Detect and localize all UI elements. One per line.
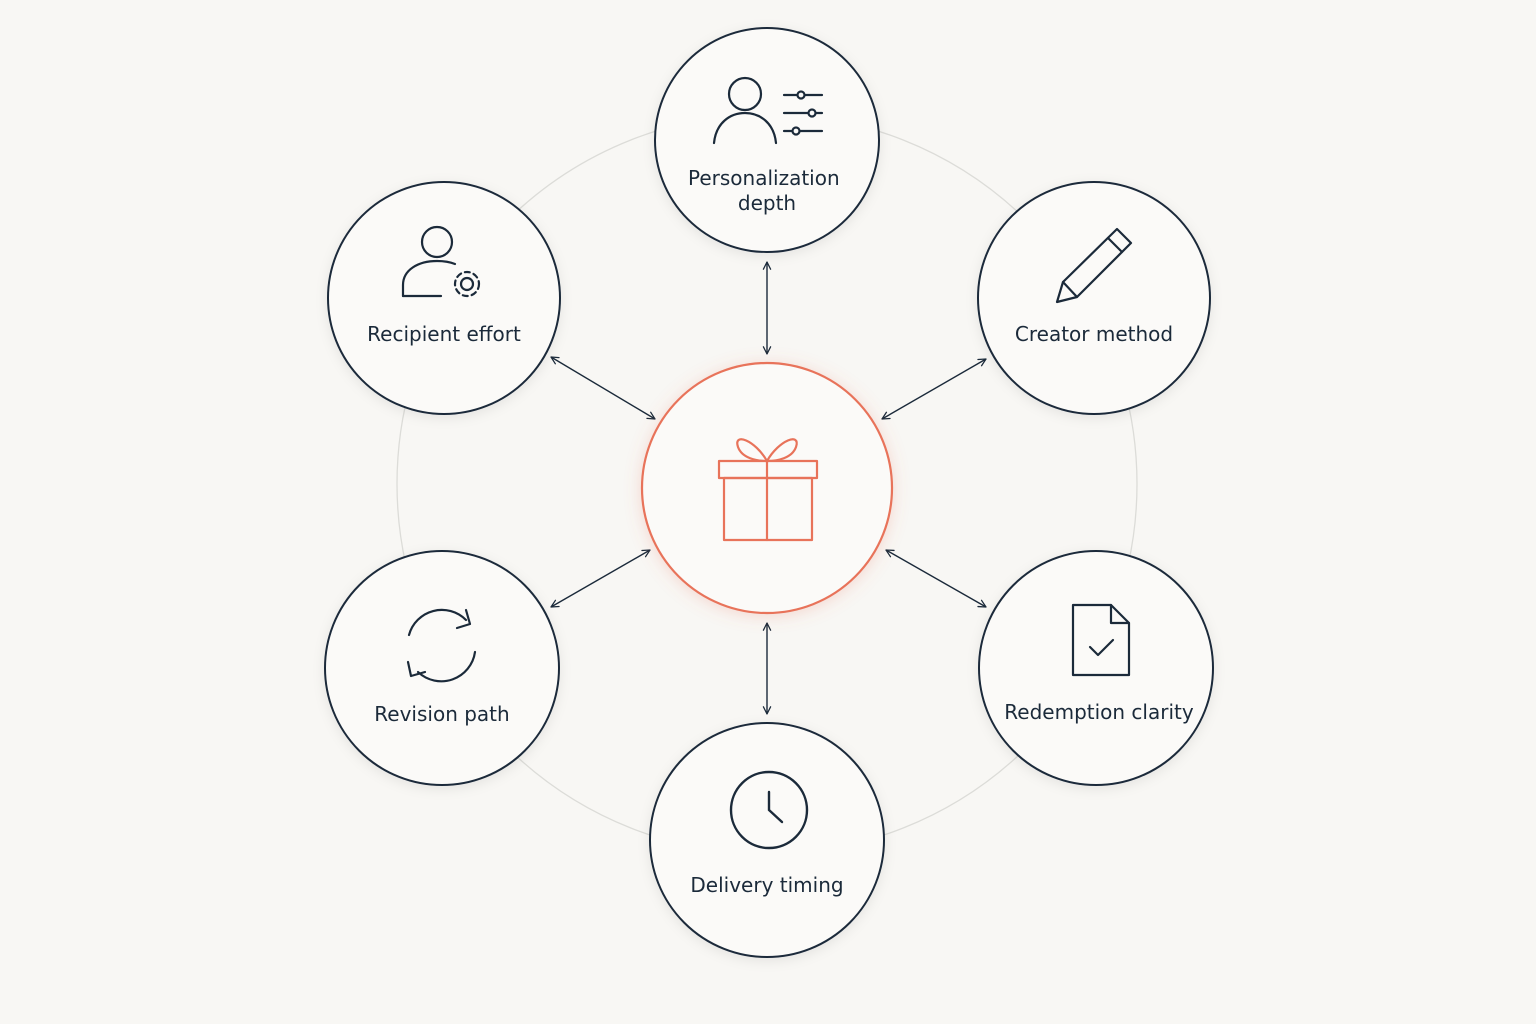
node-label-line: depth bbox=[738, 191, 796, 215]
node-revision-path: Revision path bbox=[324, 550, 560, 786]
person-sliders-icon bbox=[712, 76, 824, 145]
svg-text:Revision path: Revision path bbox=[374, 702, 509, 726]
node-label-line: Creator method bbox=[1015, 322, 1173, 346]
document-check-icon bbox=[1071, 603, 1131, 677]
node-circle bbox=[324, 550, 560, 786]
node-delivery-timing: Delivery timing bbox=[649, 722, 885, 958]
clock-icon bbox=[729, 770, 809, 850]
svg-text:Personalization depth: Personalization depth bbox=[688, 166, 846, 215]
node-redemption-clarity: Redemption clarity bbox=[978, 550, 1214, 786]
connector-revision bbox=[550, 549, 651, 608]
node-label-line: Personalization bbox=[688, 166, 840, 190]
connector-creator bbox=[881, 358, 987, 420]
node-circle bbox=[977, 181, 1211, 415]
connector-recipient bbox=[550, 356, 656, 420]
node-circle bbox=[654, 27, 880, 253]
node-recipient-effort: Recipient effort bbox=[327, 181, 561, 415]
node-circle bbox=[978, 550, 1214, 786]
person-gear-icon bbox=[401, 225, 481, 298]
gift-icon bbox=[717, 438, 819, 542]
node-label-line: Recipient effort bbox=[367, 322, 521, 346]
svg-text:Recipient effort: Recipient effort bbox=[367, 322, 521, 346]
node-personalization-depth: Personalization depth bbox=[654, 27, 880, 253]
center-hub bbox=[640, 361, 894, 615]
node-label-line: Redemption clarity bbox=[1004, 700, 1194, 724]
node-creator-method: Creator method bbox=[977, 181, 1211, 415]
node-label-line: Delivery timing bbox=[690, 873, 843, 897]
node-label-line: Revision path bbox=[374, 702, 509, 726]
pencil-icon bbox=[1055, 227, 1133, 304]
svg-text:Redemption clarity: Redemption clarity bbox=[1004, 700, 1194, 724]
connectors bbox=[550, 261, 987, 715]
node-circle bbox=[327, 181, 561, 415]
node-circle bbox=[649, 722, 885, 958]
svg-text:Creator method: Creator method bbox=[1015, 322, 1173, 346]
connector-redemption bbox=[885, 549, 987, 608]
refresh-icon bbox=[406, 608, 477, 683]
svg-text:Delivery timing: Delivery timing bbox=[690, 873, 843, 897]
